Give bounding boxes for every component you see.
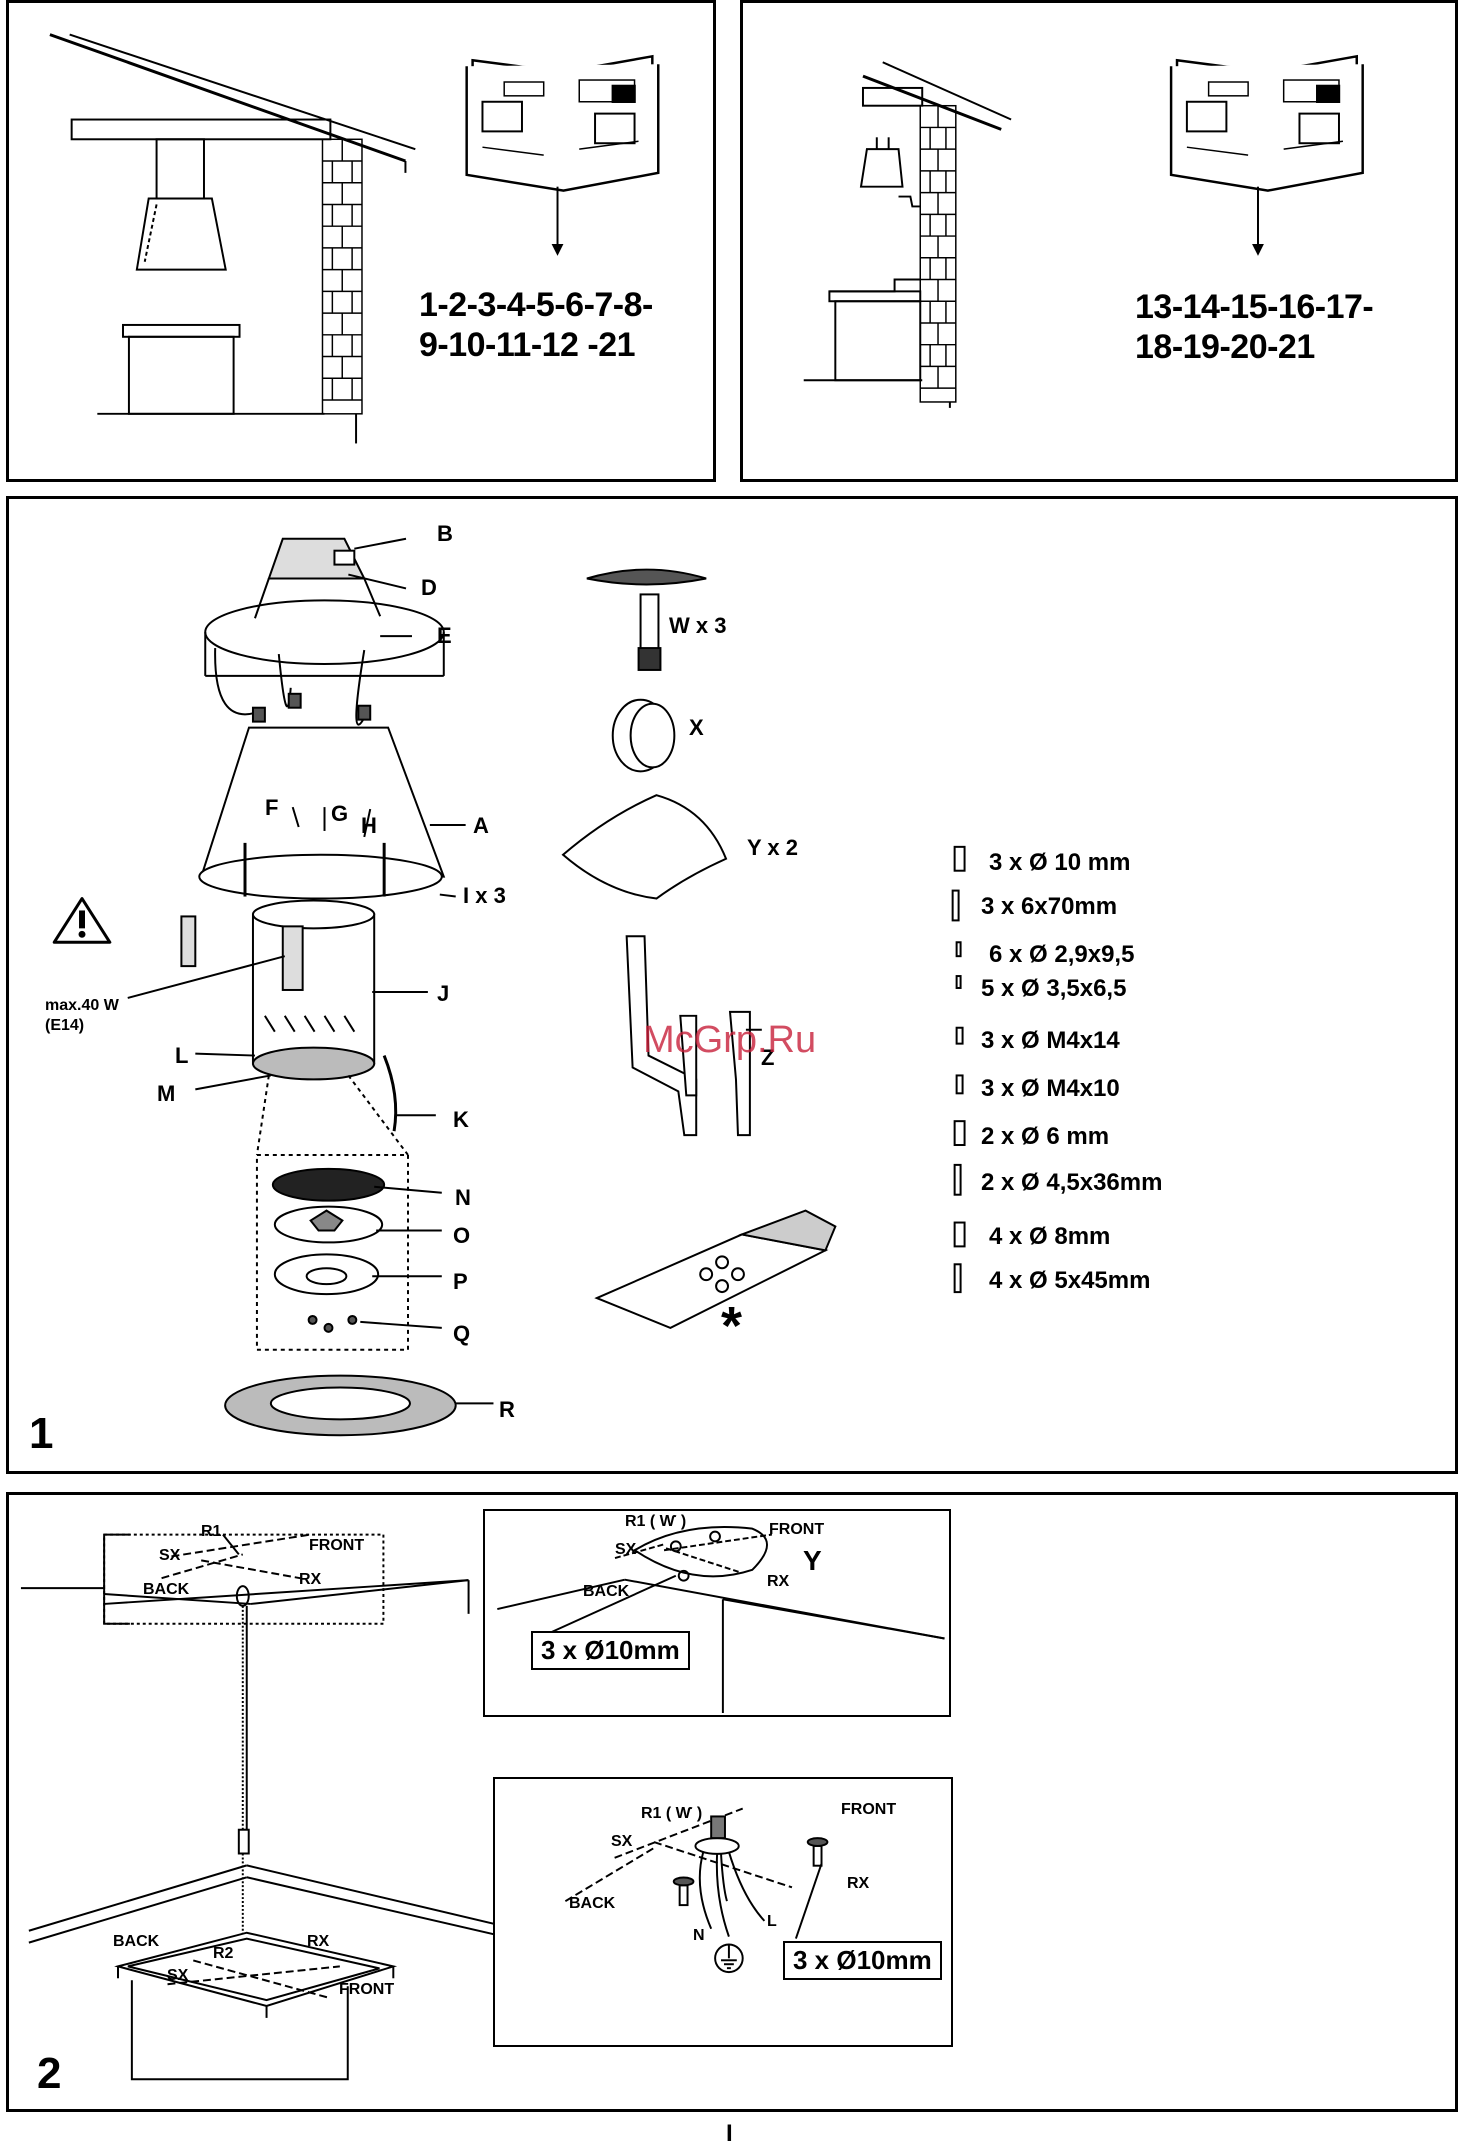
part-label-a: A — [473, 813, 489, 838]
part-label-d: D — [421, 575, 437, 600]
figure-2-drilling: R1 SX FRONT BACK RX BACK R2 RX SX FRONT — [6, 1492, 1458, 2112]
part-label-o: O — [453, 1223, 471, 1248]
steps-line-2: 9-10-11-12 -21 — [419, 326, 636, 364]
hardware-item: 6 x Ø 2,9x9,5 — [989, 941, 1135, 968]
hardware-item: 2 x Ø 4,5x36mm — [981, 1169, 1163, 1196]
inset2-back: BACK — [569, 1895, 616, 1912]
inset-sx: SX — [615, 1541, 637, 1558]
part-label-n: N — [455, 1185, 471, 1210]
steps-line-2: 18-19-20-21 — [1135, 328, 1315, 366]
part-label-q: Q — [453, 1321, 471, 1346]
part-label-m: M — [157, 1081, 176, 1106]
axis-sx-island: SX — [167, 1967, 189, 1984]
inset-template-y: Y — [803, 1545, 822, 1576]
part-label-p: P — [453, 1269, 468, 1294]
hardware-icons — [951, 845, 966, 1294]
figure-number: 1 — [29, 1409, 54, 1458]
brick-wall — [321, 138, 363, 415]
axis-back: BACK — [143, 1581, 190, 1598]
part-label-j: J — [437, 981, 450, 1006]
inset2-l: L — [767, 1913, 777, 1930]
figure-number: 2 — [37, 2049, 62, 2098]
wall-install-illustration — [803, 54, 1364, 408]
inset-r1: R1 ( Ⱳ ) — [625, 1513, 687, 1530]
hardware-item: 3 x Ø M4x10 — [981, 1075, 1120, 1102]
axis-r1: R1 — [201, 1523, 222, 1540]
ceiling-hood — [135, 138, 227, 271]
inset-template-illustration — [497, 1526, 945, 1714]
watermark: McGrp.Ru — [643, 1019, 817, 1061]
book-icon — [465, 54, 660, 192]
part-label-w: W x 3 — [669, 613, 727, 638]
motor-housing — [127, 899, 436, 1132]
wall-hood — [859, 137, 921, 208]
inset-back: BACK — [583, 1583, 630, 1600]
inset-rx: RX — [767, 1573, 790, 1590]
warning-icon — [52, 897, 112, 944]
part-label-e: E — [437, 623, 452, 648]
book-icon — [1169, 54, 1364, 192]
axis-front: FRONT — [309, 1537, 365, 1554]
figure-1-components: B D E F G H A I x 3 J L M K N O P Q R W … — [6, 496, 1458, 1474]
axis-rx: RX — [299, 1571, 322, 1588]
drill-callout: 3 x Ø10mm — [531, 1631, 690, 1670]
plug-x — [611, 698, 676, 773]
hardware-item: 4 x Ø 8mm — [989, 1223, 1111, 1250]
hardware-item: 3 x Ø M4x14 — [981, 1027, 1120, 1054]
axis-rx-island: RX — [307, 1933, 330, 1950]
template-card — [594, 1209, 837, 1329]
warning-bulb-type: (E14) — [45, 1017, 85, 1034]
part-label-l: L — [175, 1043, 189, 1068]
axis-sx: SX — [159, 1547, 181, 1564]
kitchen-island — [122, 323, 241, 415]
hardware-item: 2 x Ø 6 mm — [981, 1123, 1110, 1150]
exploded-view-illustration — [52, 537, 966, 1437]
part-label-y: Y x 2 — [747, 835, 798, 860]
part-label-i: I x 3 — [463, 883, 506, 908]
part-label-h: H — [361, 813, 377, 838]
lampshade — [198, 726, 466, 900]
part-label-z: Z — [761, 1045, 775, 1070]
bracket-z — [625, 935, 762, 1137]
bolt-w — [586, 568, 707, 671]
inset-ceiling-screws: R1 ( Ⱳ ) SX FRONT BACK RX N L 3 x Ø10mm — [493, 1777, 953, 2047]
part-label-x: X — [689, 715, 704, 740]
ceiling-install-illustration — [49, 33, 660, 444]
hardware-item: 4 x Ø 5x45mm — [989, 1267, 1151, 1294]
steps-line-1: 13-14-15-16-17- — [1135, 288, 1374, 326]
axis-r2: R2 — [213, 1945, 234, 1962]
panel-wall-install: 13-14-15-16-17- 18-19-20-21 — [740, 0, 1458, 482]
template-y — [561, 794, 728, 900]
inset2-sx: SX — [611, 1833, 633, 1850]
part-label-b: B — [437, 521, 453, 546]
part-label-star: * — [721, 1296, 743, 1356]
hardware-item: 3 x 6x70mm — [981, 893, 1118, 920]
inset-front: FRONT — [769, 1521, 825, 1538]
panel-ceiling-install: 1-2-3-4-5-6-7-8- 9-10-11-12 -21 — [6, 0, 716, 482]
inset2-r1: R1 ( Ⱳ ) — [641, 1805, 703, 1822]
part-label-g: G — [331, 801, 349, 826]
inset-ceiling-template: R1 ( Ⱳ ) SX FRONT BACK RX Y 3 x Ø10mm — [483, 1509, 951, 1717]
axis-back-island: BACK — [113, 1933, 160, 1950]
axis-front-island: FRONT — [339, 1981, 395, 1998]
warning-max-watt: max.40 W — [45, 997, 119, 1014]
part-label-r: R — [499, 1397, 515, 1422]
hardware-item: 5 x Ø 3,5x6,5 — [981, 975, 1127, 1002]
inset2-n: N — [693, 1927, 705, 1944]
trim-ring — [224, 1374, 494, 1437]
page-footer: I — [726, 2120, 733, 2147]
hardware-item: 3 x Ø 10 mm — [989, 849, 1131, 876]
drilling-illustration — [20, 1533, 608, 2081]
filter-stack — [271, 1167, 442, 1333]
drill-callout: 3 x Ø10mm — [783, 1941, 942, 1980]
brick-wall — [919, 104, 957, 403]
part-label-f: F — [265, 795, 279, 820]
inset2-front: FRONT — [841, 1801, 897, 1818]
part-label-k: K — [453, 1107, 469, 1132]
steps-line-1: 1-2-3-4-5-6-7-8- — [419, 286, 653, 324]
kitchen-cabinet — [828, 278, 922, 382]
inset2-rx: RX — [847, 1875, 870, 1892]
ceiling-bracket — [204, 537, 445, 726]
inset-screws-illustration — [564, 1807, 829, 1974]
